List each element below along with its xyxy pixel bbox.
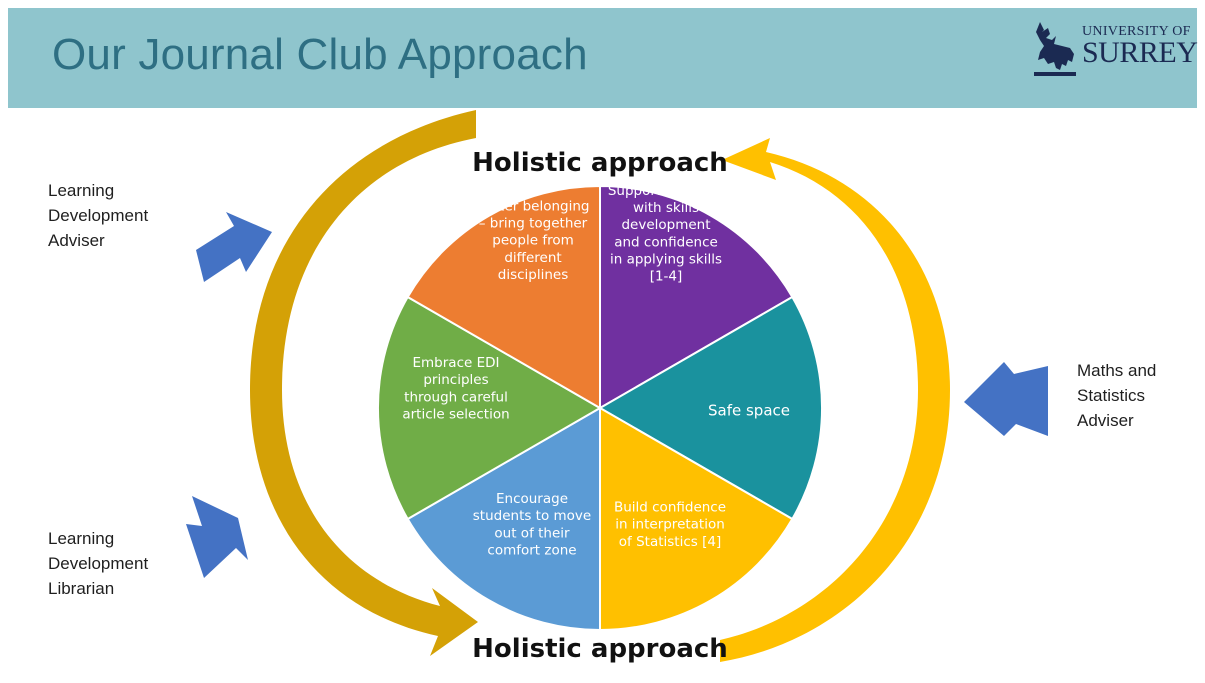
cycle-arrow-right <box>720 138 950 662</box>
role-line: Learning <box>48 181 115 200</box>
role-line: Adviser <box>48 231 105 250</box>
cycle-arrow-left <box>250 110 478 656</box>
logo-text-big: SURREY <box>1082 36 1198 69</box>
segment-label-line: Foster belonging <box>477 198 590 214</box>
pointer-arrow-right <box>964 362 1048 436</box>
holistic-label-bottom: Holistic approach <box>472 634 728 664</box>
segment-comfort-zone <box>406 406 601 632</box>
segment-label-line: in interpretation <box>615 517 725 533</box>
segment-label-line: disciplines <box>498 267 569 283</box>
segment-label-line: with skills <box>633 200 699 216</box>
segment-foster-belonging <box>406 184 601 410</box>
role-line: Adviser <box>1077 411 1134 430</box>
role-line: Librarian <box>48 579 115 598</box>
segment-statistics-confidence <box>599 406 794 632</box>
slide-title: Our Journal Club Approach <box>52 30 588 79</box>
segment-label-line: in applying skills <box>610 251 722 267</box>
segment-label-line: Build confidence <box>614 500 726 516</box>
segment-label-line: out of their <box>494 525 570 541</box>
segment-label-line: – bring together <box>479 216 588 232</box>
segment-label-line: Support students <box>608 183 724 199</box>
segment-label-line: article selection <box>402 406 509 422</box>
segment-label-line: Safe space <box>708 401 790 419</box>
role-line: Learning <box>48 529 115 548</box>
segment-label-line: different <box>504 250 561 266</box>
role-label-maths-statistics-adviser: Maths and Statistics Adviser <box>1077 358 1156 433</box>
role-label-learning-development-librarian: Learning Development Librarian <box>48 526 148 601</box>
segment-edi-principles <box>377 295 603 521</box>
segment-skills-support <box>599 184 794 410</box>
segment-label-line: comfort zone <box>487 542 576 558</box>
role-line: Development <box>48 554 149 573</box>
holistic-label-top: Holistic approach <box>472 148 728 178</box>
segment-label-line: people from <box>492 233 573 249</box>
segment-safe-space-label: Safe space <box>708 401 790 419</box>
segment-label-line: through careful <box>404 389 508 405</box>
segment-label-line: of Statistics [4] <box>619 534 721 550</box>
role-line: Statistics <box>1077 386 1146 405</box>
logo-text-small: UNIVERSITY OF <box>1082 24 1191 39</box>
stag-icon <box>1034 22 1076 76</box>
role-line: Maths and <box>1077 361 1157 380</box>
university-logo: UNIVERSITY OF SURREY <box>1030 18 1200 78</box>
role-line: Development <box>48 206 149 225</box>
segment-label-line: Embrace EDI <box>413 355 500 371</box>
segment-label-line: [1-4] <box>650 269 683 285</box>
slide-header <box>8 8 1197 108</box>
pointer-arrow-top-left <box>196 212 272 282</box>
segment-safe-space <box>597 295 823 521</box>
segment-label-line: and confidence <box>614 234 718 250</box>
segment-label-line: Encourage <box>496 491 568 507</box>
segment-label-line: development <box>621 217 710 233</box>
segment-label-line: students to move <box>473 508 591 524</box>
pointer-arrow-bottom-left <box>186 496 248 578</box>
segment-label-line: principles <box>423 372 488 388</box>
role-label-learning-development-adviser: Learning Development Adviser <box>48 178 148 253</box>
